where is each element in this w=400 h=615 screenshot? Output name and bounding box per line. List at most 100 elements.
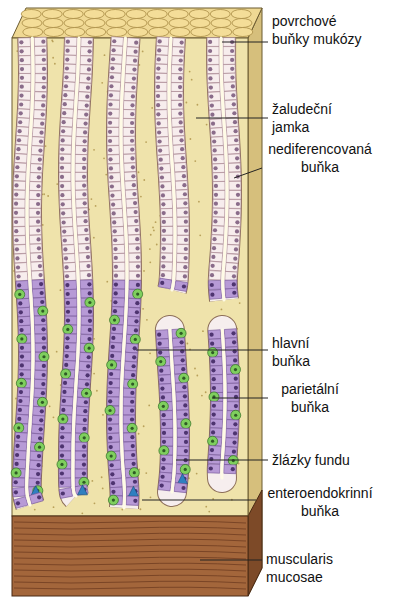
cell-nucleus (182, 385, 186, 389)
cell-nucleus (162, 431, 166, 435)
cell-nucleus (14, 238, 18, 242)
epithelial-cell (29, 182, 41, 191)
epithelial-cell (225, 438, 238, 448)
epithelial-cell (35, 83, 47, 92)
cell-nucleus (37, 454, 41, 458)
cell-nucleus (134, 41, 138, 45)
cell-nucleus (64, 363, 68, 367)
cell-nucleus (111, 481, 115, 485)
label-wrap: parietální buňka (272, 380, 348, 416)
cell-nucleus (88, 310, 92, 314)
epithelial-cell (35, 74, 47, 83)
epithelial-cell (108, 442, 120, 451)
epithelial-cell (14, 441, 26, 451)
muscle-fiber (14, 545, 246, 547)
cell-nucleus (82, 148, 86, 152)
label-wrap: povrchové buňky mukózy (272, 12, 368, 48)
cell-nucleus (214, 210, 218, 214)
epithelial-cell (59, 154, 71, 163)
cell-nucleus (159, 158, 163, 162)
muscle-fiber (14, 575, 246, 577)
epithelial-cell (16, 414, 29, 424)
cell-nucleus (208, 49, 212, 53)
epithelial-cell (78, 244, 91, 254)
cell-nucleus (179, 120, 183, 124)
cell-nucleus (36, 211, 40, 215)
cell-nucleus (112, 327, 116, 331)
cell-nucleus (114, 265, 118, 269)
epithelial-cell (171, 109, 183, 118)
cell-nucleus (130, 112, 134, 116)
connective-dot (138, 433, 140, 435)
cell-nucleus (136, 283, 140, 287)
cell-nucleus (108, 390, 112, 394)
epithelial-cell (79, 262, 92, 272)
cell-nucleus (66, 301, 70, 305)
epithelial-cell (113, 280, 125, 289)
epithelial-cell (224, 82, 237, 91)
part-label: muscularis mucosae (266, 550, 358, 586)
epithelial-cell (64, 271, 76, 280)
top-face (12, 8, 262, 38)
parietal-nucleus (61, 417, 64, 420)
parietal-cell (37, 397, 47, 407)
epithelial-cell (18, 100, 30, 109)
parietal-nucleus (162, 449, 165, 452)
epithelial-cell (161, 437, 173, 446)
parietal-cell (127, 423, 137, 433)
cell-nucleus (230, 58, 234, 62)
epithelial-cell (175, 181, 188, 191)
epithelial-cell (161, 411, 173, 420)
cell-nucleus (232, 450, 236, 454)
parietal-nucleus (211, 440, 214, 443)
cell-nucleus (111, 202, 115, 206)
cell-nucleus (63, 247, 67, 251)
cell-nucleus (15, 247, 19, 251)
cell-nucleus (178, 103, 182, 107)
cell-nucleus (82, 157, 86, 161)
epithelial-cell (61, 387, 73, 397)
connective-dot (53, 416, 55, 418)
epithelial-cell (75, 155, 87, 164)
epithelial-cell (224, 91, 237, 101)
epithelial-cell (59, 145, 71, 154)
cell-nucleus (19, 111, 23, 115)
cell-nucleus (157, 57, 161, 61)
parietal-nucleus (131, 382, 134, 385)
cell-nucleus (16, 265, 20, 269)
cell-nucleus (108, 121, 112, 125)
cell-nucleus (60, 444, 64, 448)
epithelial-cell (155, 73, 167, 82)
epithelial-cell (33, 297, 46, 307)
parietal-cell (63, 324, 73, 334)
epithelial-cell (225, 338, 238, 348)
epithelial-cell (15, 145, 28, 155)
connective-dot (102, 487, 104, 489)
epithelial-cell (124, 370, 136, 379)
epithelial-cell (113, 253, 125, 262)
epithelial-cell (108, 173, 120, 182)
epithelial-cell (124, 459, 136, 469)
connective-dot (143, 425, 145, 427)
epithelial-cell (81, 307, 93, 316)
muscle-fiber (14, 533, 246, 535)
epithelial-cell (175, 474, 188, 484)
cell-nucleus (180, 147, 184, 151)
cell-nucleus (210, 103, 214, 107)
cell-nucleus (157, 333, 161, 337)
epithelial-cell (109, 182, 122, 192)
epithelial-cell (110, 46, 123, 56)
cell-nucleus (61, 408, 65, 412)
cell-nucleus (38, 273, 42, 277)
cell-nucleus (211, 430, 215, 434)
epithelial-cell (75, 190, 87, 199)
cell-nucleus (158, 342, 162, 346)
cell-nucleus (87, 355, 91, 359)
parietal-cell (61, 369, 71, 379)
cell-nucleus (61, 211, 65, 215)
cell-nucleus (131, 94, 135, 98)
epithelial-cell (176, 392, 188, 401)
epithelial-cell (107, 388, 119, 397)
parietal-nucleus (17, 426, 20, 429)
parietal-nucleus (20, 382, 23, 385)
